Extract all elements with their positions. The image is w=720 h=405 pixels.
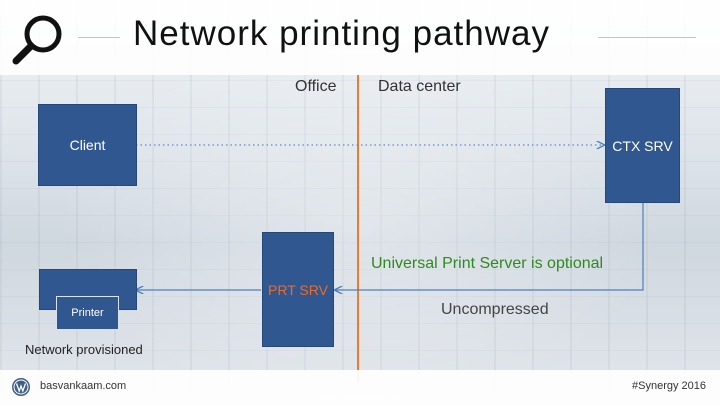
network-provisioned-note: Network provisioned (25, 342, 143, 357)
ctx-srv-label: CTX SRV (612, 137, 673, 154)
footer-bar (0, 370, 720, 405)
printer-label: Printer (71, 307, 104, 319)
prt-srv-box[interactable]: PRT SRV (262, 232, 334, 347)
footer-event: #Synergy 2016 (632, 380, 706, 392)
footer-site[interactable]: basvankaam.com (40, 380, 127, 392)
title-rule-left (78, 37, 120, 38)
printer-label-box[interactable]: Printer (56, 296, 119, 330)
client-label: Client (69, 137, 106, 153)
client-box[interactable]: Client (38, 104, 137, 186)
prt-srv-label: PRT SRV (268, 281, 328, 298)
zone-label-datacenter: Data center (378, 78, 461, 95)
wordpress-icon (12, 378, 30, 396)
slide-title: Network printing pathway (133, 14, 550, 53)
title-bar: Network printing pathway (0, 0, 720, 75)
uncompressed-note: Uncompressed (441, 301, 549, 318)
ctx-prt-link (335, 202, 644, 290)
title-rule-right (598, 37, 696, 38)
optional-note: Universal Print Server is optional (371, 255, 604, 272)
ctx-srv-box[interactable]: CTX SRV (605, 88, 680, 203)
zone-label-office: Office (295, 78, 337, 95)
magnifier-icon (12, 15, 62, 65)
zone-divider (357, 75, 359, 383)
